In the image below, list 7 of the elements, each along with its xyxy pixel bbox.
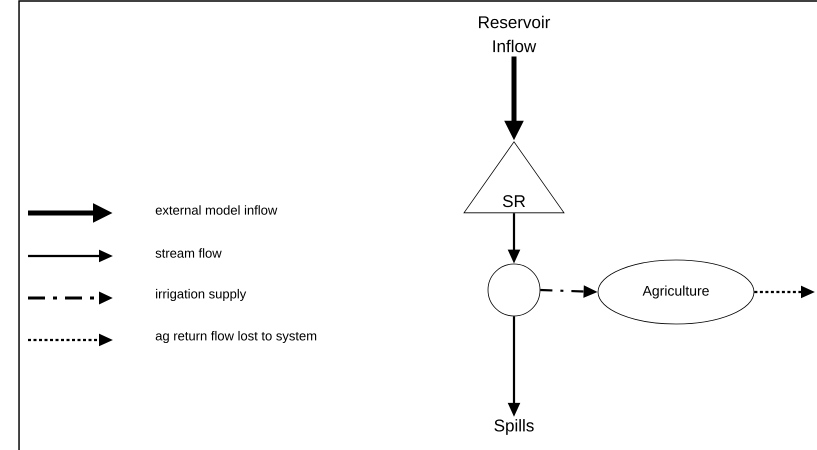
legend-label: irrigation supply (156, 288, 246, 302)
legend-label: stream flow (156, 248, 222, 258)
legend-label: ag return flow lost to system (156, 330, 316, 344)
node-label: Reservoir Inflow (479, 16, 550, 52)
legend-label: external model inflow (156, 205, 278, 215)
node-label: Spills (494, 419, 534, 435)
junction-circle (488, 264, 540, 316)
